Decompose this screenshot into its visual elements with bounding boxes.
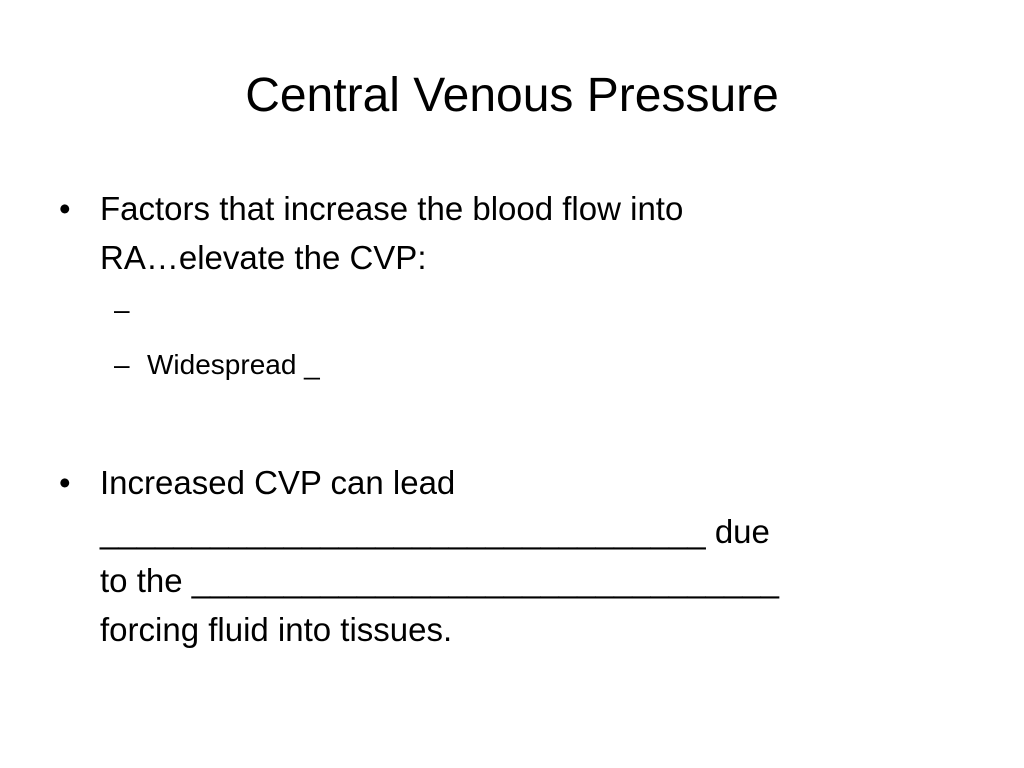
bullet-point: • Increased CVP can lead _______________…	[59, 458, 960, 654]
bullet-text-line: _________________________________ due	[100, 513, 770, 550]
slide-title: Central Venous Pressure	[245, 69, 779, 122]
bullet-marker: •	[59, 190, 71, 227]
bullet-text-line: forcing fluid into tissues.	[100, 611, 453, 648]
sub-bullet: – Widespread _	[114, 345, 947, 385]
sub-bullet-marker: –	[114, 349, 130, 380]
sub-bullet-marker: –	[114, 294, 130, 325]
bullet-text-line: Factors that increase the blood flow int…	[100, 190, 684, 227]
bullet-text-line: RA…elevate the CVP:	[100, 239, 427, 276]
sub-bullet-text: Widespread _	[147, 349, 320, 380]
bullet-point: • Factors that increase the blood flow i…	[59, 184, 960, 282]
bullet-marker: •	[59, 464, 71, 501]
bullet-text-line: to the ________________________________	[100, 562, 780, 599]
bullet-text-line: Increased CVP can lead	[100, 464, 456, 501]
